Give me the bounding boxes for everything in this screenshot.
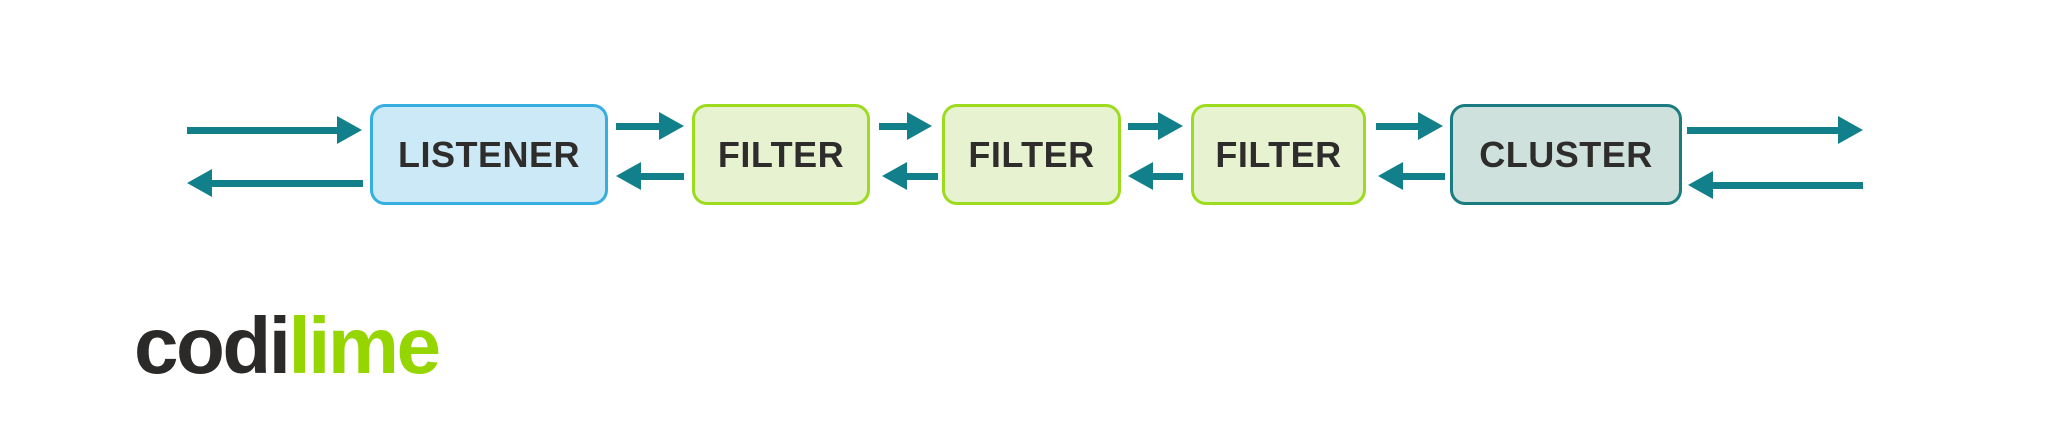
filter-to-cluster-arrow-icon [1376,112,1443,140]
filter-to-listener-return-arrow-icon [616,162,684,190]
outbound-request-arrow-icon [1687,116,1863,144]
arrow-shaft [1128,122,1158,130]
arrow-shaft [1687,126,1838,134]
arrow-head [1418,112,1443,140]
arrow-head [337,116,362,144]
arrow-head [616,162,641,190]
arrow-shaft [187,126,337,134]
arrow-head [187,169,212,197]
node-label: FILTER [968,133,1095,175]
arrow-shaft [907,172,938,180]
arrow-head [882,162,907,190]
arrow-head [1158,112,1183,140]
arrow-shaft [212,179,363,187]
node-label: CLUSTER [1479,133,1653,175]
inbound-request-arrow-icon [187,116,362,144]
node-label: FILTER [1215,133,1342,175]
arrow-head [907,112,932,140]
inbound-response-arrow-icon [1688,171,1863,199]
cluster-to-filter-return-arrow-icon [1378,162,1445,190]
node-listener: LISTENER [370,104,608,205]
arrow-head [1378,162,1403,190]
logo-text-lime: lime [288,301,441,390]
arrow-shaft [1153,172,1183,180]
node-filter-3: FILTER [1191,104,1366,205]
arrow-shaft [1403,172,1445,180]
arrow-head [1128,162,1153,190]
arrow-shaft [879,122,907,130]
filter-to-filter-return-arrow-icon [1128,162,1183,190]
filter-to-filter-arrow-icon [1128,112,1183,140]
arrow-shaft [1713,181,1863,189]
node-cluster: CLUSTER [1450,104,1682,205]
arrow-head [1838,116,1863,144]
outbound-response-arrow-icon [187,169,363,197]
logo-text-codi: codi [134,301,291,390]
node-label: LISTENER [397,133,580,175]
node-filter-1: FILTER [692,104,870,205]
arrow-shaft [1376,122,1418,130]
listener-to-filter-arrow-icon [616,112,684,140]
arrow-head [659,112,684,140]
codilime-logo: codilime [134,306,441,386]
filter-to-filter-return-arrow-icon [882,162,938,190]
arrow-shaft [641,172,684,180]
arrow-shaft [616,122,659,130]
filter-to-filter-arrow-icon [879,112,932,140]
node-label: FILTER [717,133,845,175]
arrow-head [1688,171,1713,199]
node-filter-2: FILTER [942,104,1121,205]
